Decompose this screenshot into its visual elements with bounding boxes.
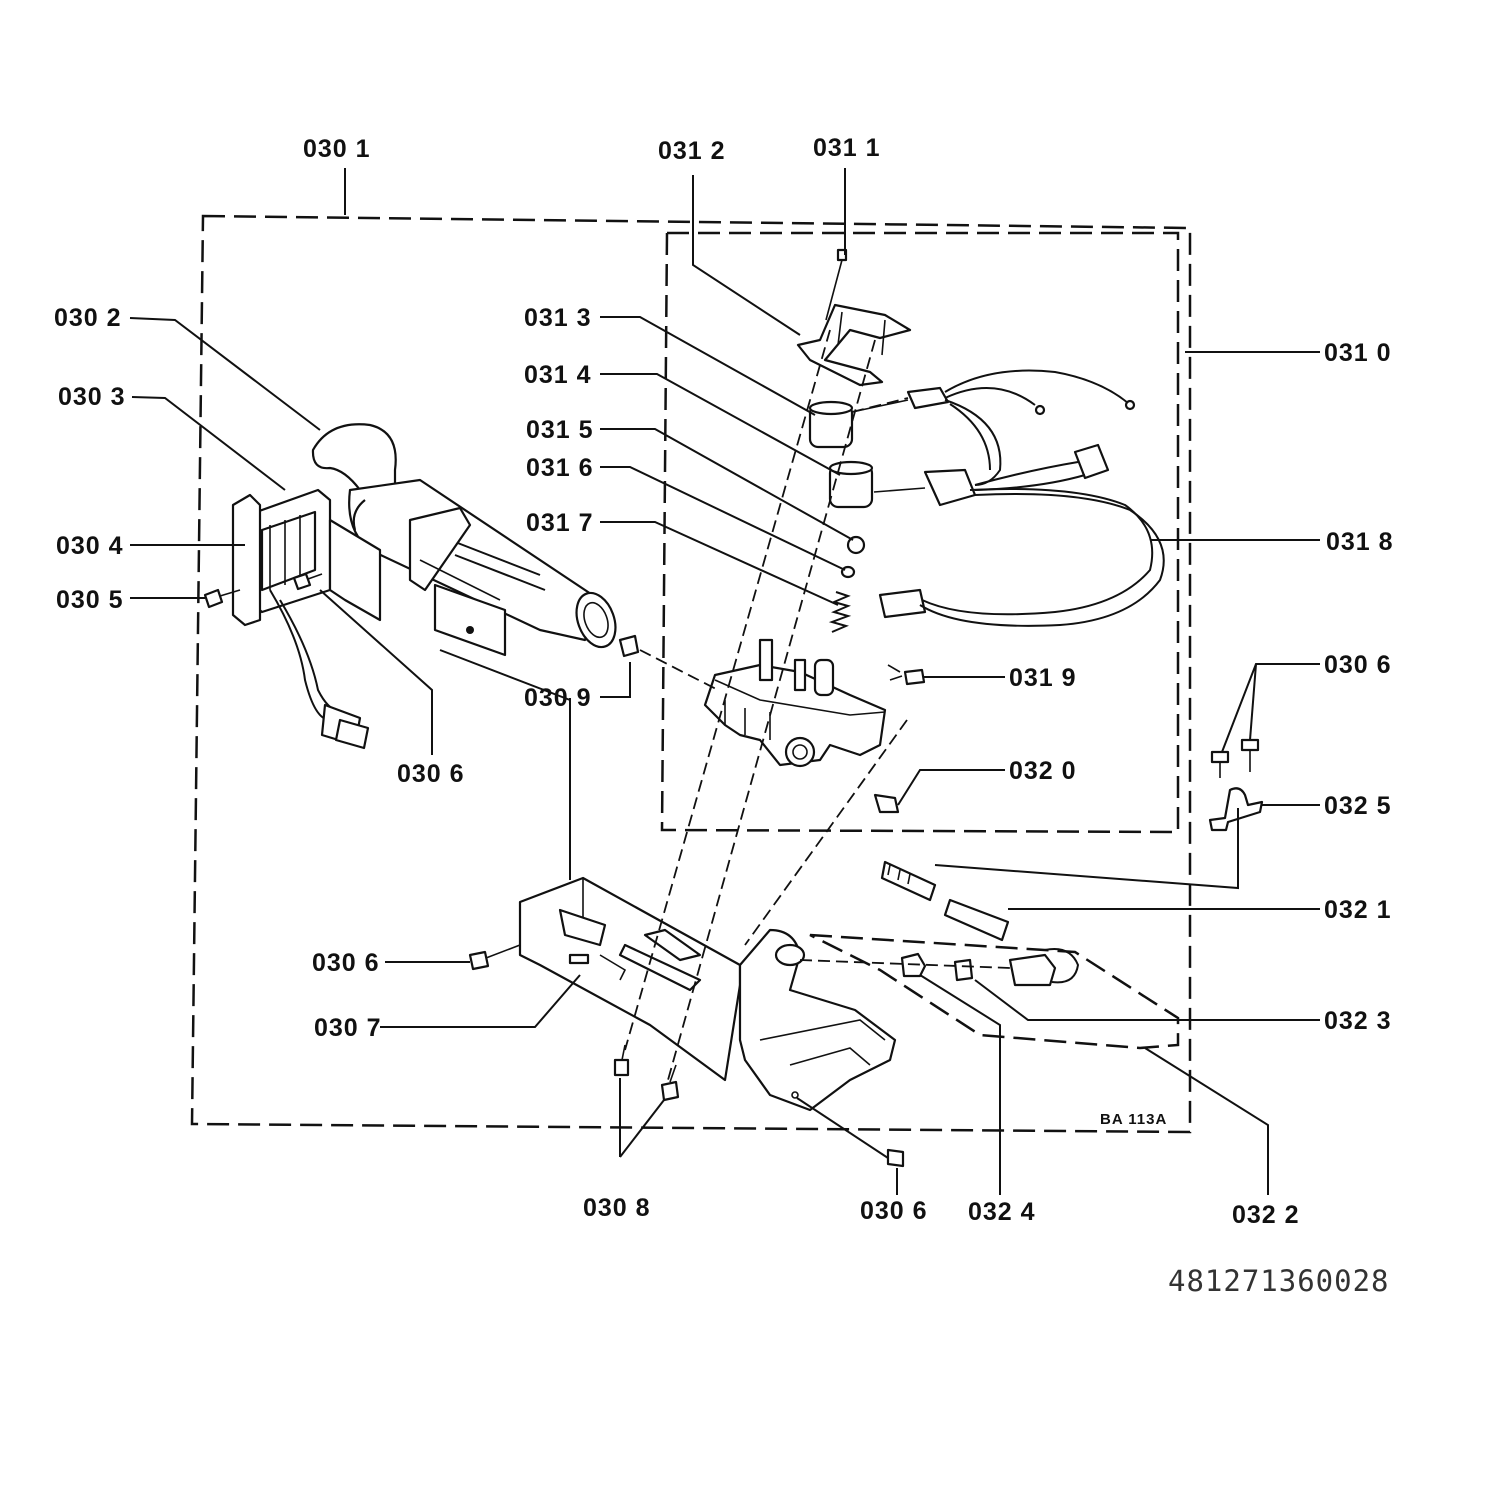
assembly-axis-link <box>744 719 908 946</box>
coil-0314 <box>828 460 874 509</box>
assembly-axis-left <box>624 329 831 1051</box>
label-0304: 030 4 <box>56 532 124 560</box>
bush-0321 <box>880 860 1010 942</box>
screw-0306-bottom <box>886 1148 905 1168</box>
label-0306-right: 030 6 <box>1324 651 1392 679</box>
label-0315: 031 5 <box>526 416 594 444</box>
assembly-axis-right <box>667 339 876 1081</box>
label-0306-plate: 030 6 <box>312 949 380 977</box>
group-boundaries <box>190 214 1192 1134</box>
label-0322: 032 2 <box>1232 1201 1300 1229</box>
label-0309: 030 9 <box>524 684 592 712</box>
assembly-0310-boundary <box>660 231 1180 834</box>
label-0324: 032 4 <box>968 1198 1036 1226</box>
label-0301: 030 1 <box>303 135 371 163</box>
wiring-harness-0318 <box>851 369 1165 627</box>
mounting-plate-0307 <box>518 876 897 1112</box>
switch-bracket-0303 <box>231 488 382 750</box>
label-0308: 030 8 <box>583 1194 651 1222</box>
label-0303: 030 3 <box>58 383 126 411</box>
screw-0306-left <box>292 572 323 591</box>
parts <box>203 248 1264 1168</box>
label-0316: 031 6 <box>526 454 594 482</box>
label-0313: 031 3 <box>524 304 592 332</box>
drawing-code: BA 113A <box>1100 1111 1167 1128</box>
sub-group-0322-boundary <box>809 933 1180 1050</box>
reference-labels: 030 1 030 2 030 3 030 4 030 5 030 6 030 … <box>54 134 1394 1229</box>
screws-0308 <box>613 1044 680 1102</box>
nut-0315 <box>846 535 866 555</box>
label-0314: 031 4 <box>524 361 592 389</box>
label-0310: 031 0 <box>1324 339 1392 367</box>
label-0320: 032 0 <box>1009 757 1077 785</box>
label-0305: 030 5 <box>56 586 124 614</box>
coil-0313 <box>808 400 854 449</box>
connector-0319 <box>887 664 926 686</box>
spring-0317 <box>828 591 852 633</box>
valve-body <box>703 638 887 768</box>
label-0307: 030 7 <box>314 1014 382 1042</box>
part-number: 481271360028 <box>1168 1264 1390 1298</box>
connector-0309 <box>618 634 640 658</box>
axis-0313-wire <box>851 397 909 413</box>
label-0321: 032 1 <box>1324 896 1392 924</box>
clip-0325 <box>1208 787 1264 832</box>
screw-0306-plate <box>468 944 521 971</box>
axis-lever <box>639 649 719 691</box>
pin-0320 <box>873 793 900 814</box>
label-0306: 030 6 <box>397 760 465 788</box>
screws-0306-right <box>1210 738 1260 778</box>
label-0317: 031 7 <box>526 509 594 537</box>
label-0318: 031 8 <box>1326 528 1394 556</box>
label-0306-bottom: 030 6 <box>860 1197 928 1225</box>
label-0302: 030 2 <box>54 304 122 332</box>
label-0323: 032 3 <box>1324 1007 1392 1035</box>
lever-arm-0302 <box>311 423 617 657</box>
assembly-0301-boundary <box>190 214 1192 1134</box>
screw-0305 <box>203 588 241 609</box>
leader-lines <box>129 168 1320 1195</box>
bracket-0312 <box>796 303 912 387</box>
connector-chain-0323 <box>900 948 1080 987</box>
label-0325: 032 5 <box>1324 792 1392 820</box>
label-0311: 031 1 <box>813 134 881 162</box>
label-0319: 031 9 <box>1009 664 1077 692</box>
label-0312: 031 2 <box>658 137 726 165</box>
